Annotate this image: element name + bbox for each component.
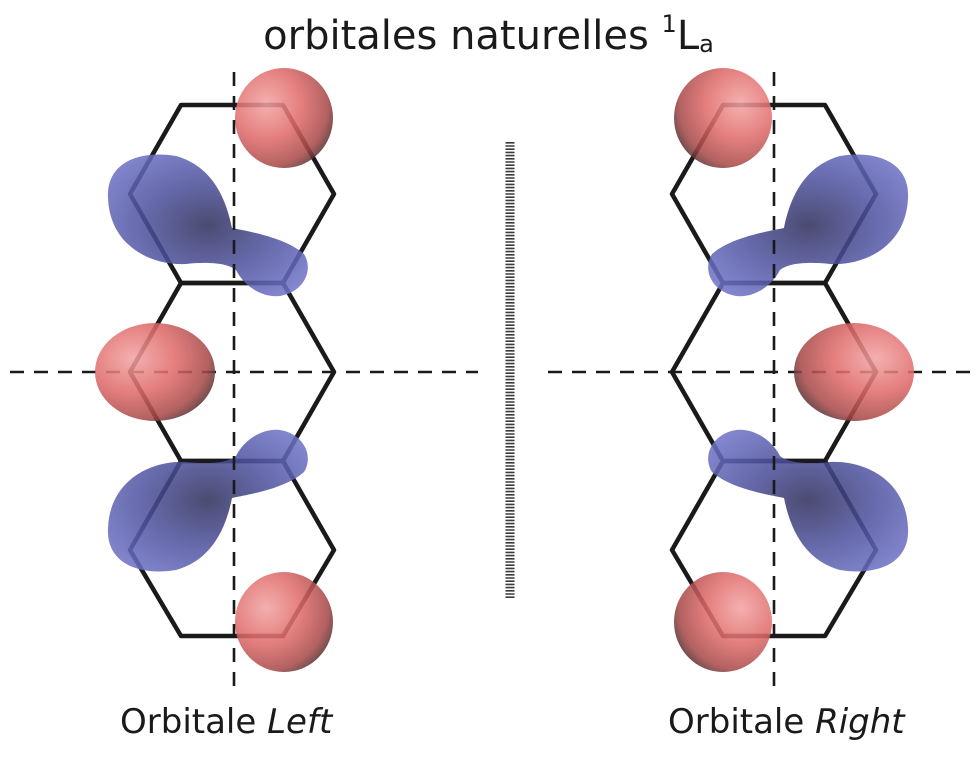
right-caption-emphasis: Right xyxy=(815,702,905,742)
right-blue-lobe-top xyxy=(708,154,909,297)
title-text: orbitales naturelles xyxy=(263,13,662,59)
right-orbital-caption: Orbitale Right xyxy=(668,700,905,744)
right-orbital-lobes xyxy=(674,68,914,672)
right-orbital-panel xyxy=(669,68,914,690)
left-caption-emphasis: Left xyxy=(267,702,333,742)
title-superscript: 1 xyxy=(661,10,677,38)
left-blue-lobe-bottom xyxy=(107,429,308,572)
right-caption-prefix: Orbitale xyxy=(668,702,816,742)
right-blue-lobe-bottom xyxy=(708,429,909,572)
figure-title: orbitales naturelles 1La xyxy=(0,12,977,60)
left-caption-prefix: Orbitale xyxy=(120,702,268,742)
left-red-lobe-middle xyxy=(95,323,215,421)
left-blue-lobe-top xyxy=(107,154,308,297)
right-red-lobe-middle xyxy=(794,323,914,421)
title-letter: L xyxy=(676,13,700,59)
title-subscript: a xyxy=(699,30,714,58)
right-red-lobe-top xyxy=(674,68,772,168)
left-red-lobe-bottom xyxy=(235,572,333,672)
left-orbital-lobes xyxy=(95,68,333,672)
left-orbital-caption: Orbitale Left xyxy=(120,700,332,744)
left-orbital-panel xyxy=(95,68,337,690)
left-red-lobe-top xyxy=(235,68,333,168)
mirror-plane-icon xyxy=(505,142,515,598)
right-red-lobe-bottom xyxy=(674,572,772,672)
